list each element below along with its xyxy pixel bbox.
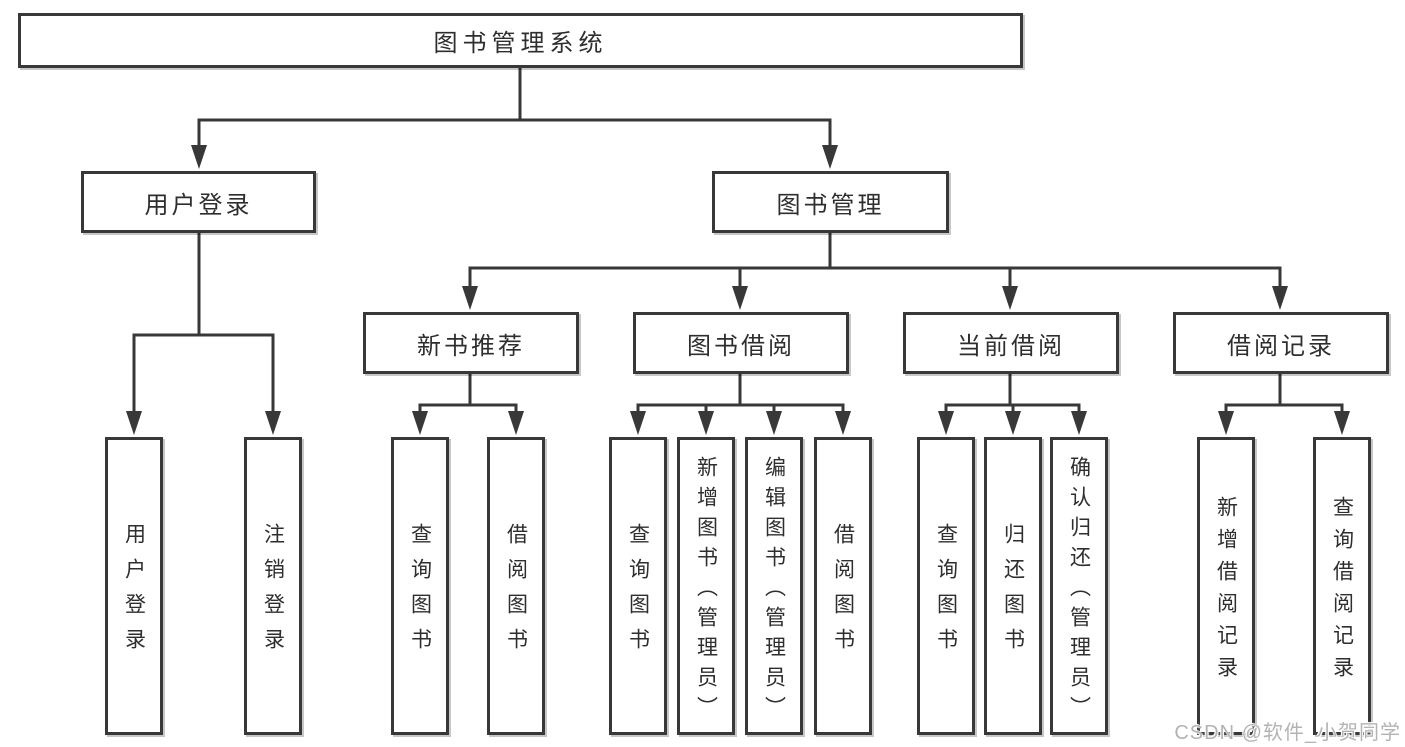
arrowhead-icon — [1272, 286, 1288, 310]
arrowhead-icon — [732, 286, 748, 310]
arrowhead-icon — [508, 411, 524, 435]
connector-path — [132, 231, 275, 415]
arrowhead-icon — [126, 411, 142, 435]
connector-new-book-recommend — [412, 372, 524, 435]
connector-user-login — [126, 231, 281, 435]
node-label: 图书管理 — [776, 191, 885, 219]
leaf-logout: 注销登录 — [244, 437, 302, 735]
connector-borrow-records — [1218, 372, 1350, 435]
leaf-borrow-books: 借阅图书 — [814, 437, 872, 735]
arrowhead-icon — [191, 145, 207, 169]
leaf-label: 查询图书 — [934, 523, 958, 663]
leaf-label: 借阅图书 — [831, 523, 855, 663]
node-label: 当前借阅 — [957, 332, 1065, 360]
leaf-label: 查询图书 — [408, 523, 432, 663]
arrowhead-icon — [1218, 411, 1234, 435]
leaf-label: 编辑图书（管理员） — [762, 455, 786, 726]
node-borrow-records: 借阅记录 — [1173, 312, 1389, 374]
connector-path — [1224, 372, 1344, 415]
arrowhead-icon — [822, 145, 838, 169]
leaf-label: 查询借阅记录 — [1330, 495, 1354, 688]
leaf-label: 归还图书 — [1001, 523, 1025, 663]
connector-root — [191, 66, 838, 169]
arrowhead-icon — [1005, 411, 1021, 435]
leaf-query-books-recommend: 查询图书 — [391, 437, 449, 735]
leaf-user-login: 用户登录 — [105, 437, 163, 735]
leaf-label: 借阅图书 — [504, 523, 528, 663]
node-label: 图书管理系统 — [433, 30, 608, 57]
leaf-label: 用户登录 — [122, 523, 146, 663]
connector-book-borrow — [630, 372, 851, 435]
node-label: 用户登录 — [144, 191, 253, 219]
arrowhead-icon — [835, 411, 851, 435]
arrowhead-icon — [1334, 411, 1350, 435]
arrowhead-icon — [1002, 286, 1018, 310]
arrowhead-icon — [630, 411, 646, 435]
node-book-management: 图书管理 — [712, 171, 949, 233]
arrowhead-icon — [698, 411, 714, 435]
connector-path — [636, 372, 845, 415]
node-new-book-recommend: 新书推荐 — [363, 312, 579, 374]
leaf-label: 注销登录 — [261, 523, 285, 663]
connector-path — [418, 372, 518, 415]
leaf-query-books-borrow: 查询图书 — [609, 437, 667, 735]
leaf-label: 新增图书（管理员） — [694, 455, 718, 726]
arrowhead-icon — [766, 411, 782, 435]
leaf-add-book-admin: 新增图书（管理员） — [677, 437, 735, 735]
connector-path — [197, 66, 832, 150]
arrowhead-icon — [265, 411, 281, 435]
node-current-borrow: 当前借阅 — [903, 312, 1119, 374]
node-root-library-system: 图书管理系统 — [18, 13, 1023, 68]
leaf-query-books-current: 查询图书 — [917, 437, 975, 735]
arrowhead-icon — [938, 411, 954, 435]
node-label: 图书借阅 — [687, 332, 795, 360]
node-label: 借阅记录 — [1227, 332, 1335, 360]
node-user-login: 用户登录 — [81, 171, 316, 233]
leaf-add-borrow-record: 新增借阅记录 — [1197, 437, 1255, 735]
csdn-watermark: CSDN @软件_小贺同学 — [1174, 722, 1401, 744]
arrowhead-icon — [462, 286, 478, 310]
leaf-label: 确认归还（管理员） — [1067, 455, 1091, 726]
arrowhead-icon — [1071, 411, 1087, 435]
node-label: 新书推荐 — [417, 332, 525, 360]
leaf-return-book: 归还图书 — [984, 437, 1042, 735]
leaf-borrow-books-recommend: 借阅图书 — [487, 437, 545, 735]
node-book-borrow: 图书借阅 — [633, 312, 849, 374]
connector-current-borrow — [938, 372, 1087, 435]
connector-path — [944, 372, 1081, 415]
leaf-confirm-return-admin: 确认归还（管理员） — [1050, 437, 1108, 735]
leaf-edit-book-admin: 编辑图书（管理员） — [745, 437, 803, 735]
leaf-query-borrow-record: 查询借阅记录 — [1313, 437, 1371, 735]
arrowhead-icon — [412, 411, 428, 435]
connector-path — [468, 231, 1282, 290]
leaf-label: 新增借阅记录 — [1214, 495, 1238, 688]
leaf-label: 查询图书 — [626, 523, 650, 663]
connector-book-management — [462, 231, 1288, 310]
